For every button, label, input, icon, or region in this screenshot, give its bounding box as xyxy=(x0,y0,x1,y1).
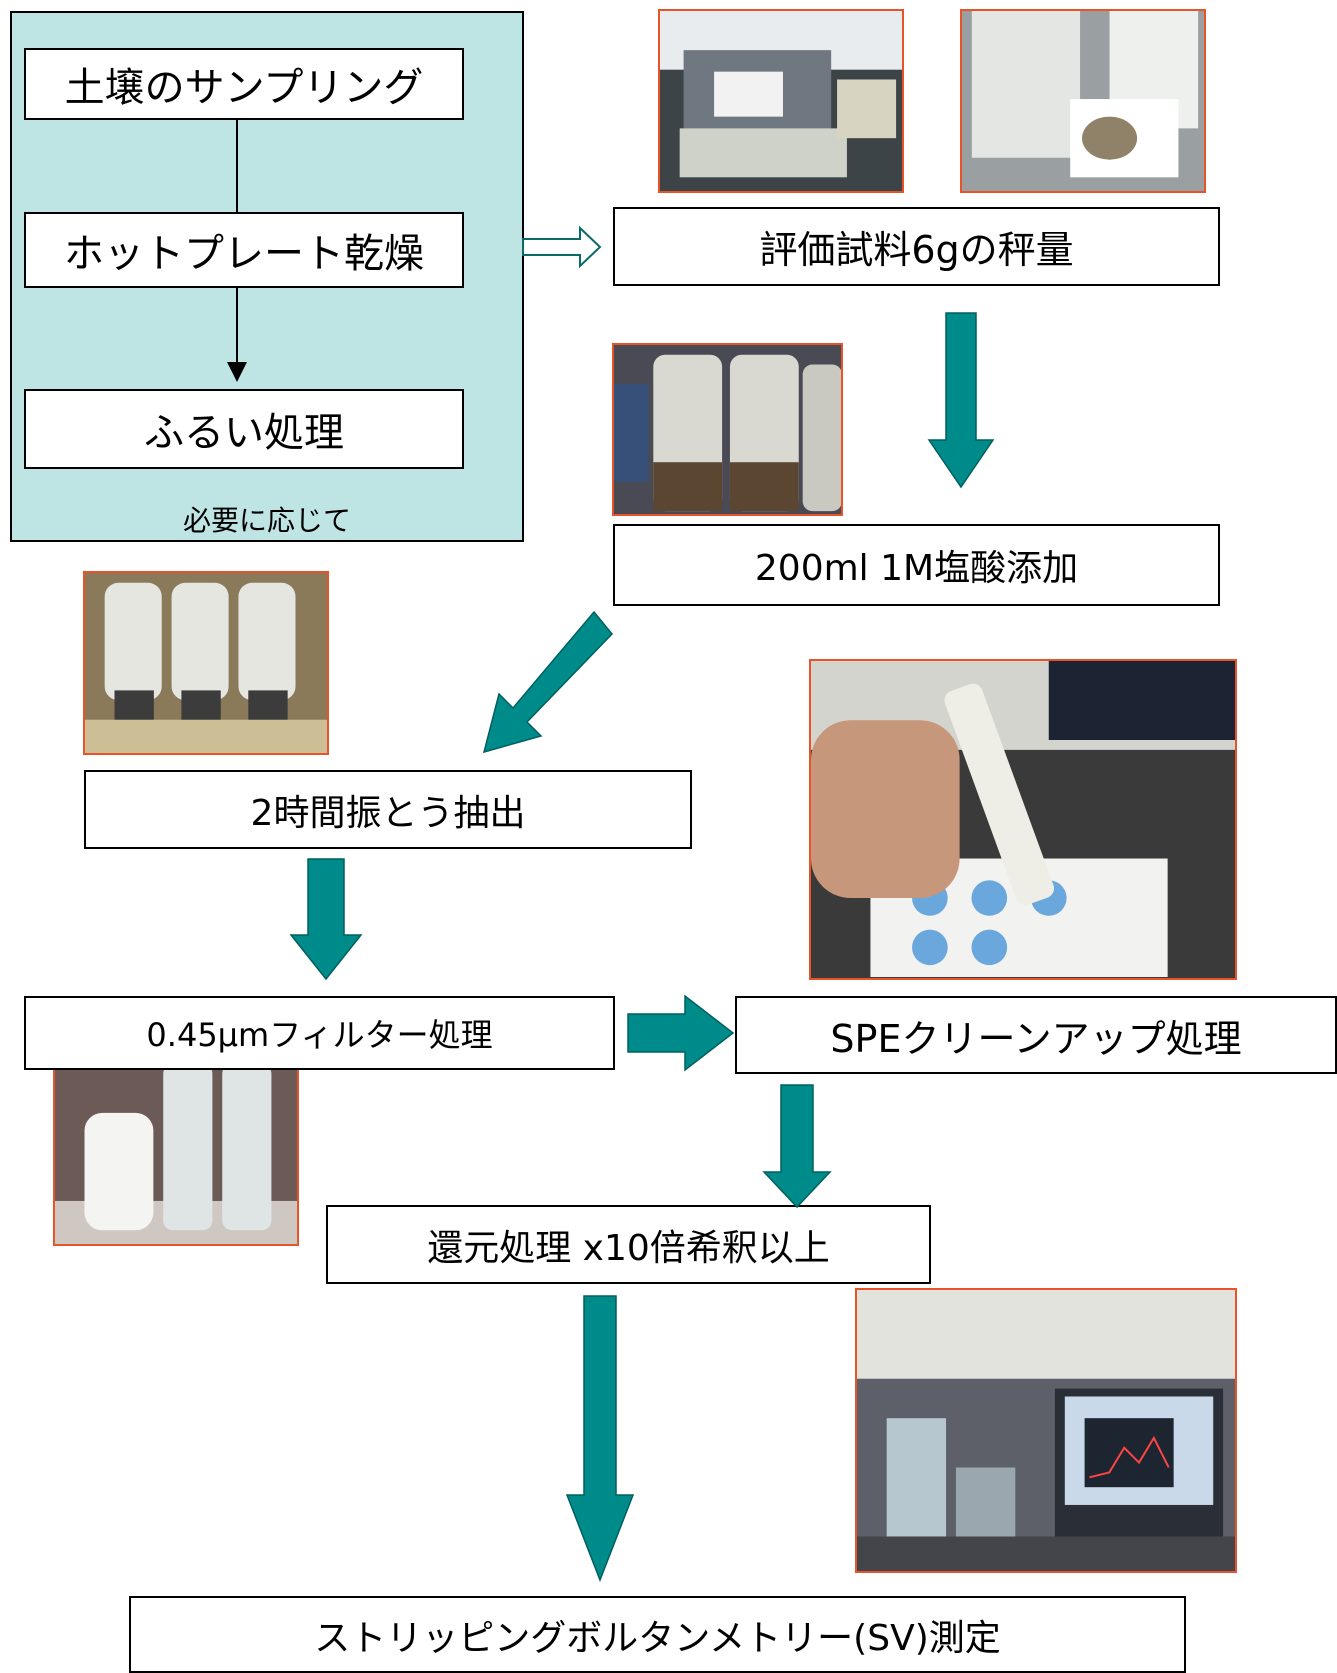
step-soil-sampling: 土壌のサンプリング xyxy=(24,48,464,120)
step-sv-measurement: ストリッピングボルタンメトリー(SV)測定 xyxy=(129,1596,1186,1673)
teal-arrow-filtration-to-spe xyxy=(627,994,735,1072)
shaker-bottles-photo xyxy=(83,571,329,755)
balance-photo xyxy=(658,9,904,193)
soil-tray-photo xyxy=(960,9,1206,193)
panel-note: 必要に応じて xyxy=(182,504,351,537)
step-reduction-dilution: 還元処理 x10倍希釈以上 xyxy=(326,1205,931,1284)
teal-arrow-weighing-to-acid xyxy=(927,312,995,489)
teal-arrow-acid-to-shaking xyxy=(482,610,614,754)
step-spe-cleanup: SPEクリーンアップ処理 xyxy=(735,996,1337,1074)
sv-instrument-photo xyxy=(855,1288,1237,1573)
acid-bottles-photo xyxy=(612,343,843,516)
teal-arrow-shaking-to-filtration xyxy=(289,858,363,981)
spe-column-photo xyxy=(809,659,1237,980)
step-filtration: 0.45μmフィルター処理 xyxy=(24,996,615,1070)
step-acid-addition: 200ml 1M塩酸添加 xyxy=(613,524,1220,606)
teal-arrow-spe-to-reduction xyxy=(762,1084,832,1209)
step-hotplate-drying: ホットプレート乾燥 xyxy=(24,212,464,288)
step-sieving: ふるい処理 xyxy=(24,389,464,469)
step-weighing: 評価試料6gの秤量 xyxy=(613,207,1220,286)
step-shaking-extraction: 2時間振とう抽出 xyxy=(84,770,692,849)
teal-arrow-reduction-to-measurement xyxy=(565,1295,635,1583)
filtered-vials-photo xyxy=(53,1062,299,1246)
outline-arrow-panel-to-weighing xyxy=(522,225,602,269)
